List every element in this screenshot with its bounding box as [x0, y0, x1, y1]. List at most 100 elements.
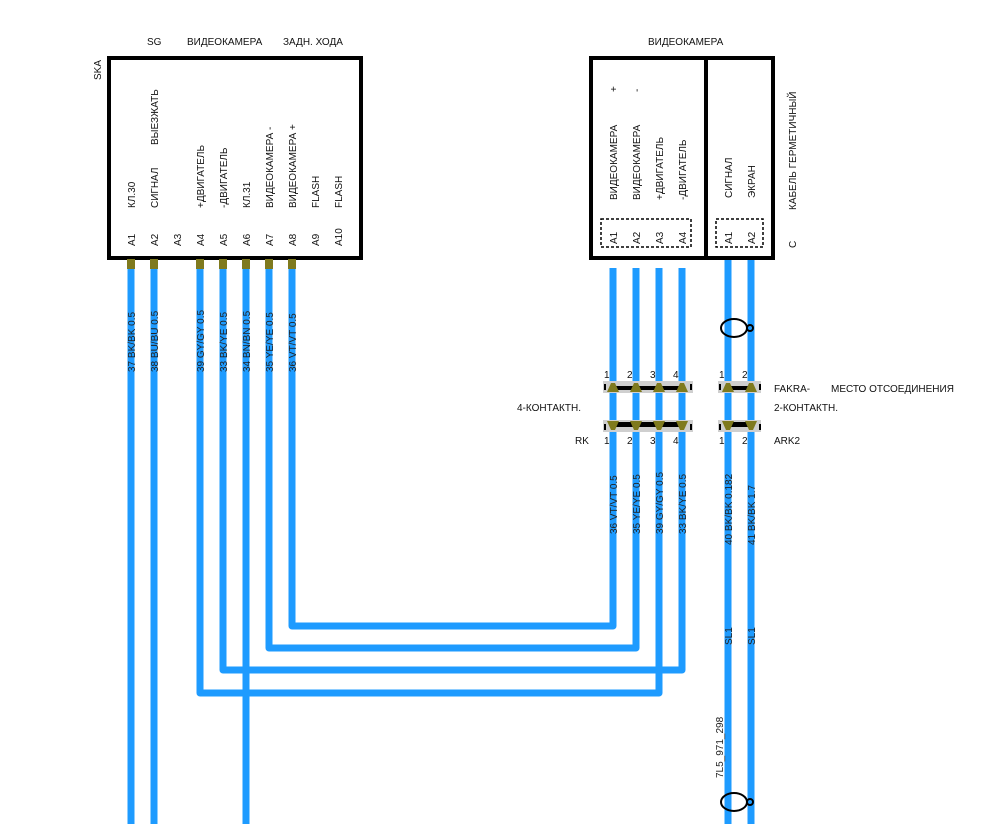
header-sg: SG	[147, 37, 162, 48]
connector-2pin-pin-number-bottom: 2	[742, 436, 748, 447]
connector-2pin-label-2: 2-КОНТАКТН.	[774, 403, 838, 414]
ska-pin-function: +ДВИГАТЕЛЬ	[196, 145, 207, 208]
ska-pin-function-extra: ВЫЕЗЖАТЬ	[150, 89, 161, 145]
camera-box-group2	[704, 56, 775, 260]
connector-2pin-end-mark	[759, 424, 761, 430]
connector-4pin: 4-КОНТАКТН. RK	[517, 381, 693, 447]
camera-pin-number: A4	[678, 231, 689, 244]
header-camera: ВИДЕОКАМЕРА	[187, 37, 263, 48]
ska-pin-number: A3	[173, 233, 184, 246]
side-letter: С	[788, 241, 799, 248]
wire-a4-to-camera-a3	[196, 268, 663, 697]
connector-4pin-lower-contact	[607, 421, 619, 430]
camera-wire-label: 33 BK/YE 0.5	[678, 474, 689, 534]
camera-title: ВИДЕОКАМЕРА	[648, 37, 724, 48]
camera-pin-sign: +	[609, 86, 620, 92]
ska-pin-terminal	[219, 259, 227, 269]
ska-pin-function: FLASH	[311, 176, 322, 208]
camera-wire-label: 35 YE/YE 0.5	[632, 474, 643, 534]
ska-pin-terminal	[288, 259, 296, 269]
ska-pin-function: КЛ.30	[127, 181, 138, 208]
camera-wire-label: 39 GY/GY 0.5	[655, 471, 666, 534]
wires	[127, 260, 755, 824]
ska-wire-label: 38 BU/BU 0.5	[150, 310, 161, 372]
connector-2pin-pin-number-top: 1	[719, 370, 725, 381]
ska-pin-number: A8	[288, 233, 299, 246]
camera-wire-label: 41 BK/BK 1.7	[747, 485, 758, 545]
module-id: SKA	[93, 60, 104, 80]
pin-group1-frame	[600, 218, 692, 248]
connector-4pin-lower-contact	[676, 421, 688, 430]
ska-pin-number: A1	[127, 233, 138, 246]
connector-4pin-pin-number-bottom: 2	[627, 436, 633, 447]
connector-4pin-lower-contact	[630, 421, 642, 430]
camera-pin-function: +ДВИГАТЕЛЬ	[655, 137, 666, 200]
connector-2pin-pin-number-bottom: 1	[719, 436, 725, 447]
connector-4pin-pin-number-bottom: 4	[673, 436, 679, 447]
ska-pin-terminal	[265, 259, 273, 269]
ska-wire-label: 36 VT/VT 0.5	[288, 313, 299, 372]
camera-pin-number: A1	[609, 231, 620, 244]
connector-4pin-upper-contact	[630, 383, 642, 392]
connector-4pin-end-mark	[690, 384, 692, 390]
ska-pin-number: A10	[334, 228, 345, 246]
ska-pin-number: A7	[265, 233, 276, 246]
shield-loop-dot-icon	[746, 324, 754, 332]
cable-part-number: 7L5_971_298	[715, 716, 726, 778]
ska-module: SG ВИДЕОКАМЕРА ЗАДН. ХОДА SKA A1КЛ.30A2С…	[93, 37, 363, 269]
ska-box	[107, 56, 363, 260]
connector-2pin-lower-bar	[728, 422, 751, 427]
wire-a5-to-camera-a4	[219, 268, 686, 674]
ska-pin-number: A9	[311, 233, 322, 246]
connector-4pin-end-mark	[604, 384, 606, 390]
ska-wire-label: 35 YE/YE 0.5	[265, 312, 276, 372]
camera2-pin-function: ЭКРАН	[747, 165, 758, 198]
connector-2pin-end-mark	[759, 384, 761, 390]
connector-4pin-pin-number-top: 3	[650, 370, 656, 381]
camera-pin-number: A2	[632, 231, 643, 244]
ska-pin-function: СИГНАЛ	[150, 168, 161, 209]
connector-2pin-lower-contact	[745, 421, 757, 430]
connector-4pin-upper-bar	[613, 386, 683, 390]
camera-module: ВИДЕОКАМЕРА A1ВИДЕОКАМЕРА+A2ВИДЕОКАМЕРА-…	[589, 37, 799, 260]
ska-wire-label: 33 BK/YE 0.5	[219, 312, 230, 372]
camera-pin-number: A3	[655, 231, 666, 244]
shield-label: SL1	[724, 627, 735, 645]
connector-4pin-lower-contact	[653, 421, 665, 430]
ska-pin-terminal	[196, 259, 204, 269]
ska-pin-function: -ДВИГАТЕЛЬ	[219, 147, 230, 208]
pin-group2-frame	[715, 218, 764, 248]
ska-pin-terminal	[127, 259, 135, 269]
camera2-pin-function: СИГНАЛ	[724, 158, 735, 199]
connector-4pin-end-mark	[604, 424, 606, 430]
connector-4pin-code: RK	[575, 436, 589, 447]
ska-pin-terminal	[242, 259, 250, 269]
connector-2pin-pin-number-top: 2	[742, 370, 748, 381]
connector-4pin-pin-number-top: 4	[673, 370, 679, 381]
disconnect-point-label: МЕСТО ОТСОЕДИНЕНИЯ	[831, 384, 954, 395]
connector-2pin-upper-contact	[722, 383, 734, 392]
connector-2pin-end-mark	[719, 384, 721, 390]
connector-4pin-end-mark	[690, 424, 692, 430]
connector-4pin-pin-number-top: 2	[627, 370, 633, 381]
camera-wire-label: 40 BK/BK 0.182	[724, 473, 735, 545]
camera-pins: A1ВИДЕОКАМЕРА+A2ВИДЕОКАМЕРА-A3+ДВИГАТЕЛЬ…	[609, 86, 758, 244]
ska-wire-label: 34 BN/BN 0.5	[242, 310, 253, 372]
camera-pin-function: ВИДЕОКАМЕРА	[632, 124, 643, 200]
sealed-cable-label: КАБЕЛЬ ГЕРМЕТИЧНЫЙ	[786, 92, 799, 211]
camera2-pin-number: A2	[747, 231, 758, 244]
shield-loop-bottom	[720, 792, 754, 812]
connector-4pin-pin-number-bottom: 1	[604, 436, 610, 447]
connector-2pin-upper-contact	[745, 383, 757, 392]
connector-2pin-code: ARK2	[774, 436, 801, 447]
shield-loop-top	[720, 318, 754, 338]
connector-4pin-upper-contact	[653, 383, 665, 392]
connector-4pin-lower-bar	[613, 422, 683, 427]
shield-loop-dot-icon	[746, 798, 754, 806]
ska-pin-function: ВИДЕОКАМЕРА +	[288, 124, 299, 208]
connector-2pin-label-1: FAKRA-	[774, 384, 810, 395]
connector-2pin-upper-bar	[728, 386, 751, 390]
